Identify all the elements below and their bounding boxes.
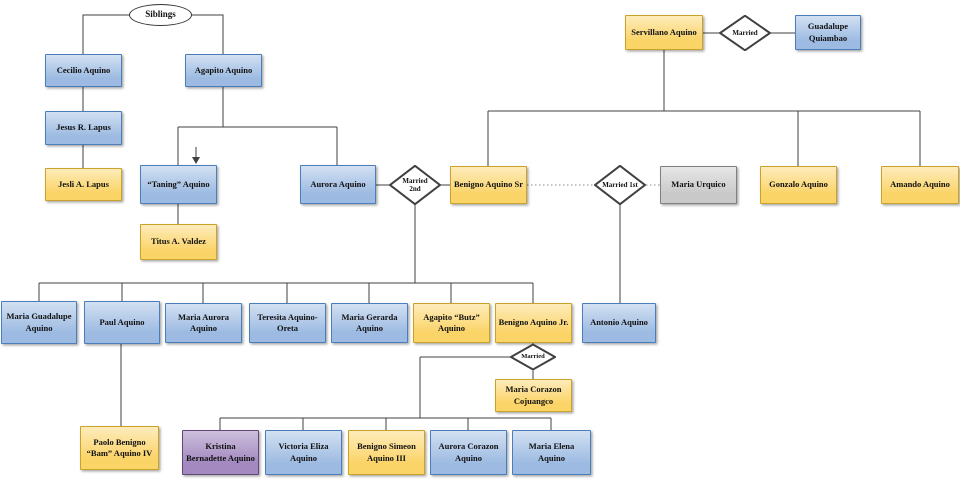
node-paul-aquino-label: Paul Aquino (99, 316, 145, 327)
node-titus-a-valdez-label: Titus A. Valdez (151, 236, 206, 247)
node-benigno-aquino-jr-label: Benigno Aquino Jr. (498, 317, 569, 328)
node-taning-aquino-label: “Taning” Aquino (147, 178, 210, 189)
node-jesli-a-lapus: Jesli A. Lapus (45, 168, 122, 201)
node-teresita-aquino-oreta-label: Teresita Aquino-Oreta (257, 311, 318, 333)
node-paolo-benigno-bam-aquino-iv: Paolo Benigno “Bam” Aquino IV (80, 426, 159, 470)
diamond-shape (510, 344, 556, 370)
node-agapito-aquino-label: Agapito Aquino (194, 64, 253, 75)
diamond-shape (389, 165, 441, 205)
node-kristina-bernadette-aquino-label: Kristina Bernadette Aquino (186, 441, 255, 463)
node-jesli-a-lapus-label: Jesli A. Lapus (58, 178, 109, 189)
node-aurora-aquino-label: Aurora Aquino (310, 178, 366, 189)
node-maria-corazon-cojuangco: Maria Corazon Cojuangco (495, 379, 572, 412)
node-aurora-corazon-aquino: Aurora Corazon Aquino (430, 430, 507, 475)
node-antonio-aquino-label: Antonio Aquino (590, 317, 648, 328)
node-gonzalo-aquino-label: Gonzalo Aquino (769, 179, 828, 190)
node-benigno-simeon-aquino-iii: Benigno Simeon Aquino III (348, 430, 425, 475)
node-paul-aquino: Paul Aquino (84, 301, 160, 344)
node-benigno-aquino-sr: Benigno Aquino Sr (450, 166, 527, 204)
node-maria-urquico: Maria Urquico (660, 166, 737, 204)
node-amando-aquino: Amando Aquino (881, 166, 959, 204)
node-agapito-butz-aquino: Agapito “Butz” Aquino (413, 303, 490, 343)
node-antonio-aquino: Antonio Aquino (582, 303, 656, 343)
node-maria-corazon-cojuangco-label: Maria Corazon Cojuangco (505, 384, 562, 406)
node-maria-gerarda-aquino: Maria Gerarda Aquino (331, 303, 408, 343)
node-victoria-eliza-aquino: Victoria Eliza Aquino (265, 430, 342, 475)
node-maria-urquico-label: Maria Urquico (671, 179, 726, 190)
diamond-shape (719, 15, 771, 51)
node-agapito-butz-aquino-label: Agapito “Butz” Aquino (423, 311, 480, 333)
node-kristina-bernadette-aquino: Kristina Bernadette Aquino (182, 430, 259, 475)
node-maria-aurora-aquino-label: Maria Aurora Aquino (177, 311, 230, 333)
node-maria-gerarda-aquino-label: Maria Gerarda Aquino (341, 311, 398, 333)
node-maria-aurora-aquino: Maria Aurora Aquino (165, 303, 242, 343)
node-servillano-aquino-label: Servillano Aquino (631, 26, 697, 37)
node-cecilio-aquino-label: Cecilio Aquino (56, 64, 111, 75)
node-guadalupe-quiambao-label: Guadalupe Quiambao (807, 21, 849, 43)
node-maria-elena-aquino-label: Maria Elena Aquino (528, 441, 575, 463)
node-agapito-aquino: Agapito Aquino (185, 54, 262, 87)
marriage-node-benigno-jr-corazon: Married (510, 344, 556, 370)
node-maria-guadalupe-aquino-label: Maria Guadalupe Aquino (6, 311, 72, 333)
node-jesus-r-lapus-label: Jesus R. Lapus (56, 122, 111, 133)
marriage-node-married-1st: Married 1st (594, 165, 646, 205)
marriage-node-married-2nd: Married 2nd (389, 165, 441, 205)
node-benigno-aquino-sr-label: Benigno Aquino Sr (454, 179, 523, 190)
node-cecilio-aquino: Cecilio Aquino (45, 54, 122, 87)
node-siblings-label: Siblings (145, 9, 176, 20)
node-servillano-aquino: Servillano Aquino (625, 15, 703, 50)
node-paolo-benigno-bam-aquino-iv-label: Paolo Benigno “Bam” Aquino IV (86, 436, 153, 458)
node-guadalupe-quiambao: Guadalupe Quiambao (795, 15, 861, 50)
node-taning-aquino: “Taning” Aquino (140, 165, 217, 204)
node-maria-elena-aquino: Maria Elena Aquino (512, 430, 591, 475)
node-victoria-eliza-aquino-label: Victoria Eliza Aquino (278, 441, 329, 463)
node-benigno-simeon-aquino-iii-label: Benigno Simeon Aquino III (357, 441, 416, 463)
node-titus-a-valdez: Titus A. Valdez (140, 224, 217, 260)
node-benigno-aquino-jr: Benigno Aquino Jr. (495, 303, 572, 343)
node-gonzalo-aquino: Gonzalo Aquino (760, 166, 837, 204)
node-teresita-aquino-oreta: Teresita Aquino-Oreta (249, 303, 326, 343)
node-jesus-r-lapus: Jesus R. Lapus (45, 111, 122, 145)
node-siblings: Siblings (129, 4, 192, 26)
diamond-shape (594, 165, 646, 205)
node-amando-aquino-label: Amando Aquino (890, 179, 950, 190)
node-aurora-corazon-aquino-label: Aurora Corazon Aquino (438, 441, 499, 463)
node-maria-guadalupe-aquino: Maria Guadalupe Aquino (1, 301, 77, 344)
marriage-node-servillano-guadalupe: Married (719, 15, 771, 51)
node-aurora-aquino: Aurora Aquino (300, 165, 376, 204)
